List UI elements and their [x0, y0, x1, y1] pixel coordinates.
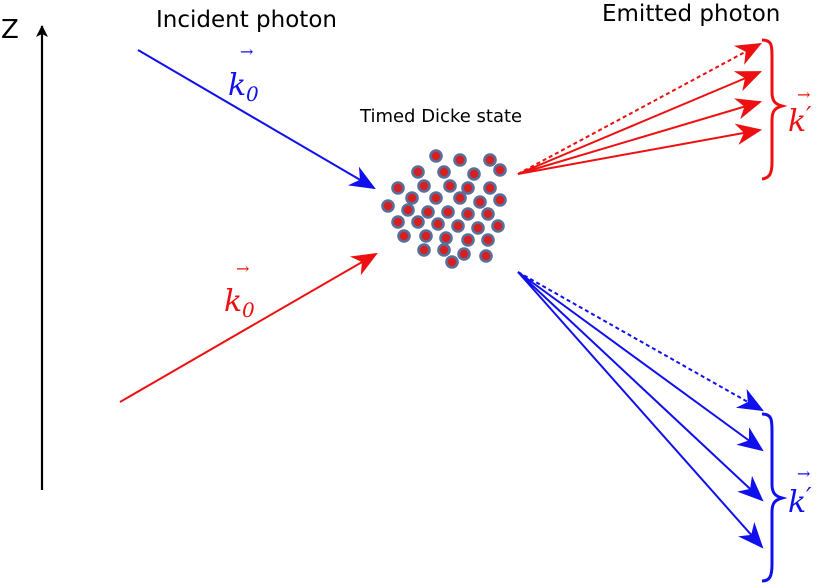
svg-text:k: k: [788, 104, 806, 139]
k0-blue-label: → k 0: [228, 42, 259, 106]
atom: [453, 191, 467, 205]
svg-text:k: k: [788, 485, 806, 520]
atom: [481, 233, 495, 247]
atom: [451, 219, 465, 233]
atom: [391, 181, 405, 195]
atom: [445, 255, 459, 269]
atom: [411, 215, 425, 229]
atom: [493, 163, 507, 177]
k0-red-label: → k 0: [224, 259, 255, 322]
emitted-red-arrows: [517, 42, 763, 175]
atom: [443, 179, 457, 193]
atom: [483, 181, 497, 195]
atom: [441, 205, 455, 219]
atom: [439, 231, 453, 245]
svg-text:′: ′: [806, 483, 812, 511]
svg-text:→: →: [797, 464, 810, 483]
atom: [391, 215, 405, 229]
atom: [467, 167, 481, 181]
atom: [429, 149, 443, 163]
atom: [457, 247, 471, 261]
svg-text:→: →: [797, 85, 810, 104]
atom: [453, 153, 467, 167]
atom: [437, 243, 451, 257]
svg-text:0: 0: [246, 82, 259, 106]
atom: [461, 233, 475, 247]
svg-text:0: 0: [242, 298, 255, 322]
atom: [411, 165, 425, 179]
incident-blue-arrow: [137, 49, 376, 190]
z-axis-label: Z: [1, 15, 19, 45]
blue-curly-brace: [761, 412, 788, 583]
atom: [397, 229, 411, 243]
kprime-red-label: → k ′: [788, 85, 812, 139]
atom: [493, 193, 507, 207]
atom-cloud: [381, 149, 507, 269]
atom: [421, 205, 435, 219]
atom: [381, 199, 395, 213]
svg-text:k: k: [228, 68, 246, 103]
atom: [417, 243, 431, 257]
incident-red-arrow: [119, 252, 378, 403]
atom: [437, 165, 451, 179]
atom: [491, 219, 505, 233]
svg-text:′: ′: [806, 102, 812, 130]
atom: [481, 207, 495, 221]
atom: [405, 191, 419, 205]
atom: [473, 195, 487, 209]
atom: [429, 191, 443, 205]
atom: [417, 179, 431, 193]
emitted-blue-arrows: [517, 271, 764, 549]
svg-text:k: k: [224, 284, 242, 319]
atom: [419, 229, 433, 243]
svg-text:→: →: [236, 259, 249, 278]
atom: [461, 207, 475, 221]
atom: [483, 153, 497, 167]
atom: [431, 217, 445, 231]
atom: [479, 249, 493, 263]
timed-dicke-state-label: Timed Dicke state: [359, 106, 522, 127]
emitted-photon-label: Emitted photon: [602, 1, 780, 27]
incident-photon-label: Incident photon: [156, 7, 337, 33]
atom: [461, 181, 475, 195]
red-curly-brace: [761, 38, 788, 181]
atom: [471, 221, 485, 235]
kprime-blue-label: → k ′: [788, 464, 812, 520]
atom: [401, 203, 415, 217]
svg-text:→: →: [240, 42, 253, 61]
